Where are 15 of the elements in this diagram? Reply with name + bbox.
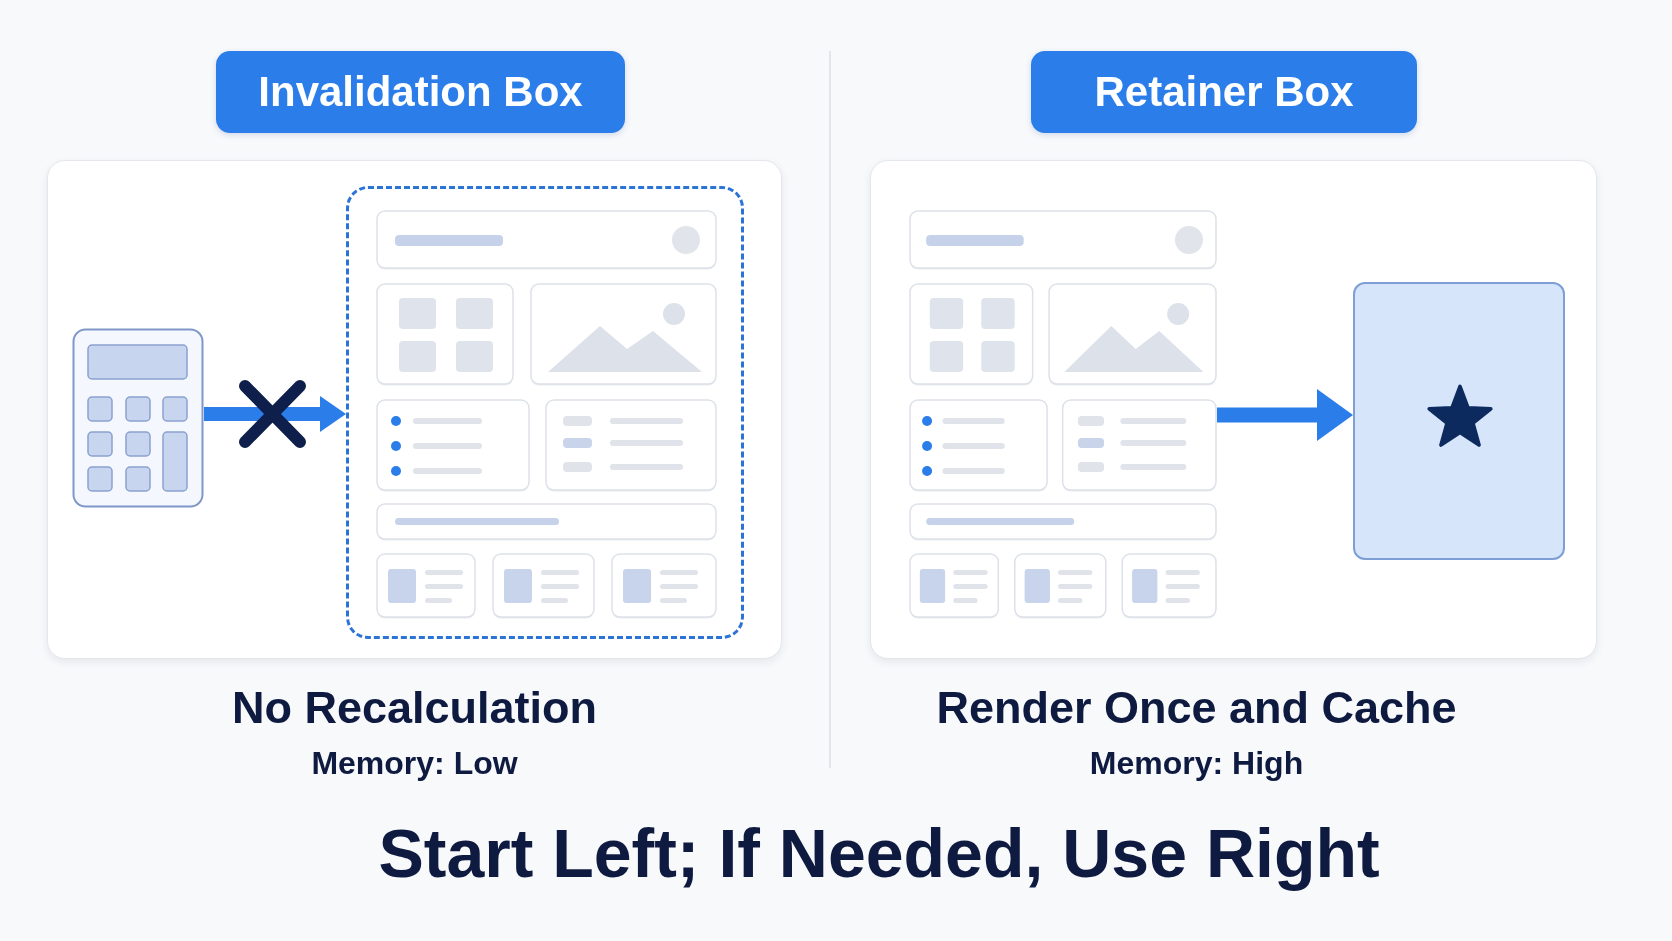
webpage-wireframe-illustration [909, 210, 1217, 618]
panel-card [47, 160, 782, 659]
section-heading: Retainer Box [1031, 51, 1417, 133]
panel-card [870, 160, 1597, 659]
dashed-boundary-box [346, 186, 744, 639]
caption-heading: No Recalculation [231, 682, 598, 734]
caption-subtext: Memory: High [1089, 745, 1304, 782]
caption-text: Start Left; If Needed, Use Right [378, 814, 1380, 893]
caption-subtext: Memory: Low [311, 745, 518, 782]
arrow [204, 396, 346, 432]
section-heading: Invalidation Box [216, 51, 625, 133]
calculator-icon [72, 328, 204, 508]
caption-heading: Render Once and Cache [936, 682, 1457, 734]
cached-result-card [1353, 282, 1565, 560]
arrow [1217, 389, 1353, 441]
